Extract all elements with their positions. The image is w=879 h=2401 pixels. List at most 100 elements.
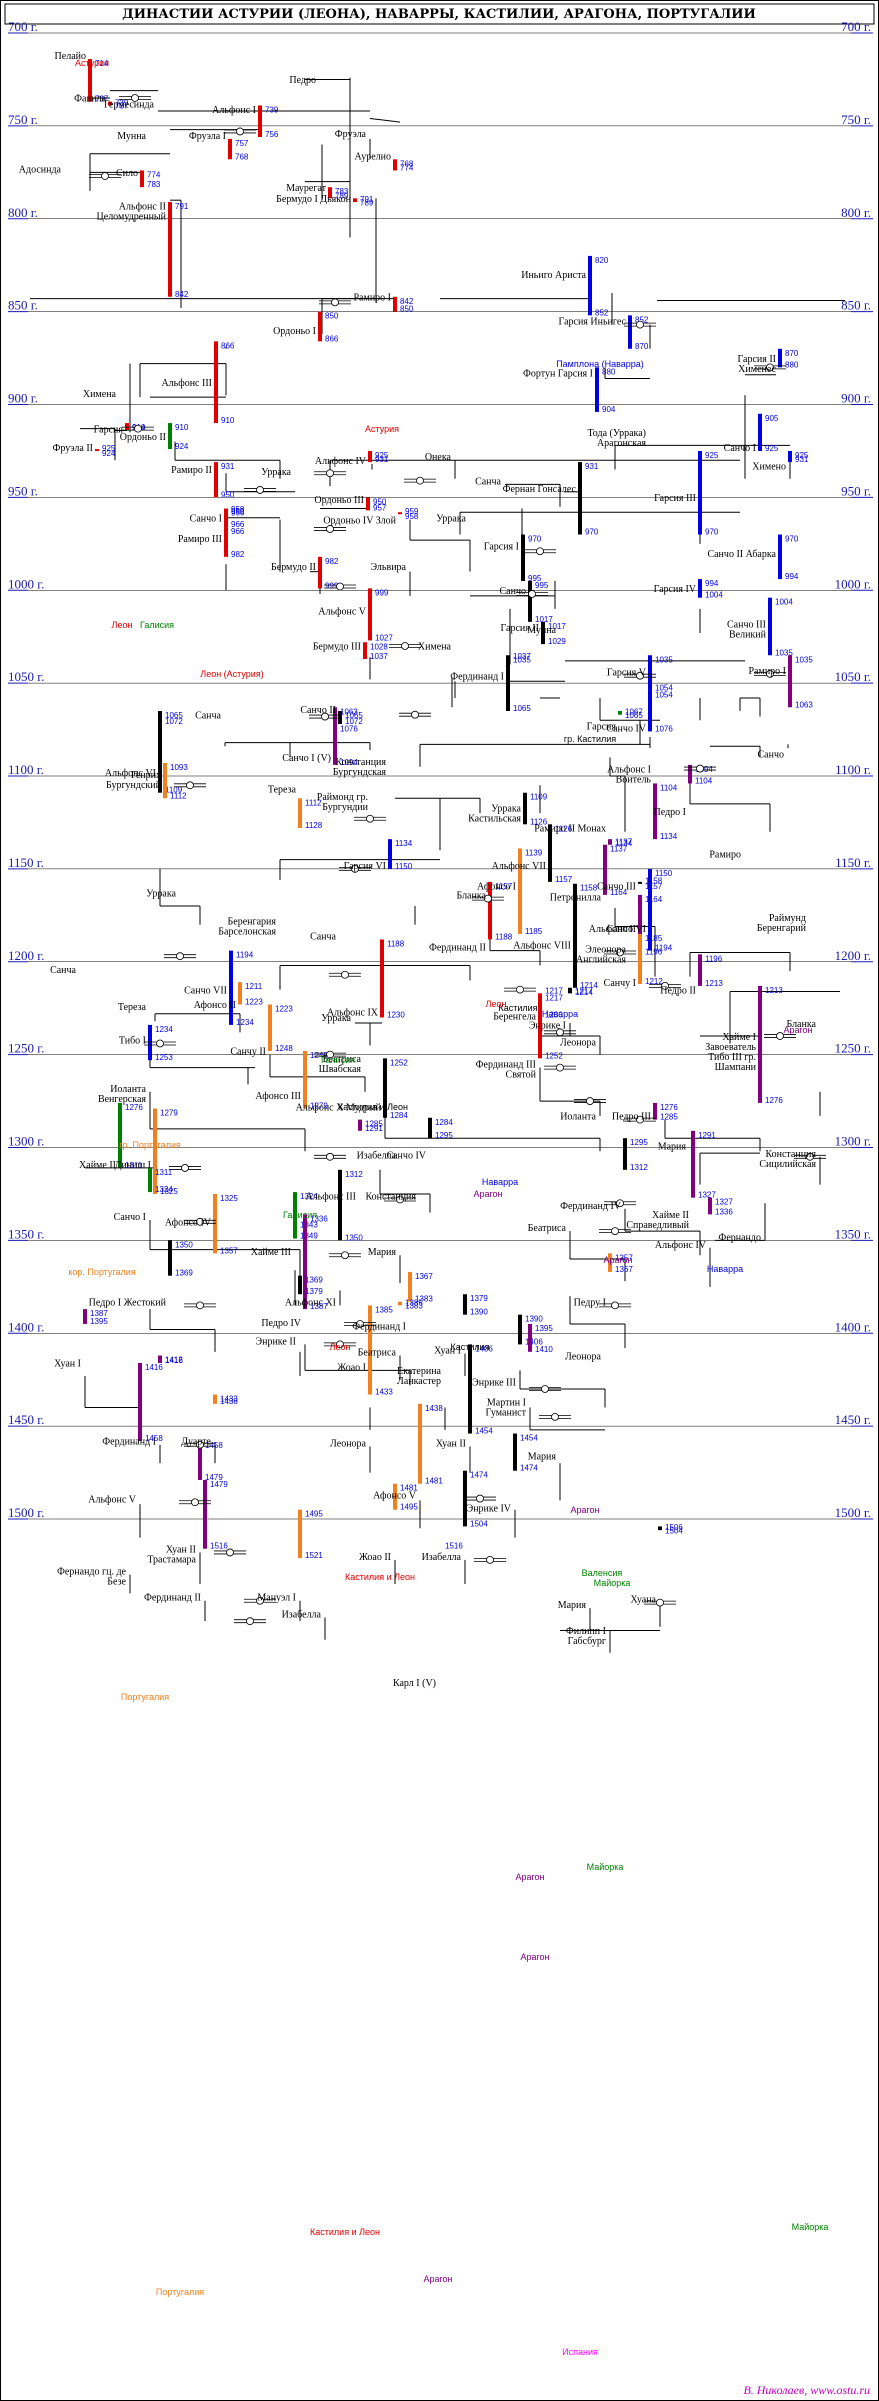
reign-year-label: 1037 [370,652,388,661]
person-name-line: Диниш I [115,1160,151,1171]
year-axis: 700 г.700 г.750 г.750 г.800 г.800 г.850 … [8,19,873,1520]
person-name: Альфонс VIII [513,941,571,952]
person-name: Санчо I [114,1212,146,1223]
person-name-line: Санчо III [597,881,636,892]
reign-year-label: 1109 [530,793,548,802]
person-name-line: Хименес [738,364,776,375]
person-name: Уррака [436,514,466,525]
author-credit: В. Николаев, www.ostu.ru [743,2383,870,2397]
reign-year-label: 1065 [513,704,531,713]
person-name: Санчо I [190,514,222,525]
person-name: Фердинанд IV [560,1201,622,1212]
person-name: Мария [658,1141,687,1152]
realm-label: Леон [112,620,133,630]
reign-bar [778,534,782,580]
reign-bar [368,588,372,641]
person-name: Гарсия I [484,541,519,552]
person-name: Альфонс IV [655,1240,707,1251]
person-name: Леонора [330,1439,367,1450]
realm-label: Испания [562,2347,598,2357]
reign-year-label: 1065 [345,711,363,720]
reign-year-label: 957 [373,503,387,512]
person-name: Маурегат [286,183,327,194]
reign-bar [691,1130,695,1198]
reign-year-label: 1276 [765,1096,783,1105]
reign-bar [463,1294,467,1315]
person-name-line: Раймонд гр. [317,792,368,803]
reign-year-label: 1230 [545,1010,563,1019]
reign-year-label: 1028 [370,642,388,651]
person-name: Фернандо [718,1232,761,1243]
person-name-line: Элеонора [585,944,626,955]
reign-bar [368,450,372,463]
person-name: Ордоньо III [314,495,364,506]
reign-bar [140,170,144,188]
person-name-line: Бермудо III [313,642,361,653]
year-label-right: 950 г. [841,483,871,498]
year-label-right: 1100 г. [835,762,871,777]
person-name-line: Хайме III [251,1247,291,1258]
reign-year-label: 950 [221,490,235,499]
reign-year-label: 1327 [715,1198,733,1207]
reign-bar [368,1305,372,1395]
year-label-right: 850 г. [841,298,871,313]
person-name: Альфонс III [305,1192,356,1203]
reign-bar [229,950,233,1025]
person-name-line: Санча [475,476,501,487]
person-name-line: Петронилла [550,892,602,903]
reign-year-label: 925 [102,444,116,453]
person-name: Гарсия [94,424,124,435]
reign-year-label: 737 [115,102,129,111]
person-name-line: Фруэла I [189,131,226,142]
reign-bar [238,982,242,1005]
reign-bar [338,1169,342,1241]
reign-year-label: 880 [602,367,616,376]
reign-bar [393,159,397,171]
reign-bar [578,462,582,535]
person-name: Афонсо V [373,1491,417,1502]
reign-year-label: 1412 [165,1356,183,1365]
reign-year-label: 1126 [555,824,573,833]
reign-bar [618,710,622,715]
person-name-line: Санчо I [724,443,756,454]
reign-year-label: 1521 [305,1551,323,1560]
person-name-line: Гарсия [94,424,124,435]
person-name-line: Хуана [631,1595,657,1606]
person-name-line: Беатриса [323,1054,362,1065]
marriage-ring [256,1596,264,1605]
person-name-line: Констанция [765,1149,816,1160]
reign-year-label: 1454 [520,1434,538,1443]
marriage-ring [226,1548,234,1557]
person-name: Санча [50,965,76,976]
reign-year-label: 1217 [575,986,593,995]
person-name-line: Фердинанд II [144,1593,201,1604]
marriage-ring [256,486,264,494]
person-name-line: Трастамара [147,1554,196,1565]
reign-year-label: 1379 [305,1287,323,1296]
person-name-line: Мартин I [487,1398,526,1409]
reign-year-label: 1379 [470,1294,488,1303]
person-name: Энрике I [529,1021,566,1032]
reign-year-label: 791 [175,202,189,211]
reign-year-label: 1481 [400,1484,418,1493]
person-name-line: Беренгарий [757,923,807,934]
person-name-line: Педро [289,75,316,86]
person-name: Иньиго Ариста [521,270,586,281]
reign-year-label: 1223 [275,1004,293,1013]
person-name: Фердинанд I [102,1437,156,1448]
marriage-ring [476,1494,484,1503]
reign-year-label: 959 [231,507,245,516]
reign-bar [398,1301,402,1306]
person-name-line: Арагонская [597,438,646,449]
reign-year-label: 1035 [775,648,793,657]
person-name-line: Ланкастер [397,1376,441,1387]
person-name-line: Санча [310,931,336,942]
person-name-line: Санчо I [190,514,222,525]
reign-bar [358,1119,362,1131]
reign-year-label: 1336 [310,1214,328,1223]
year-label-right: 1350 г. [835,1226,871,1241]
person-name-line: Констанция [365,1192,416,1203]
